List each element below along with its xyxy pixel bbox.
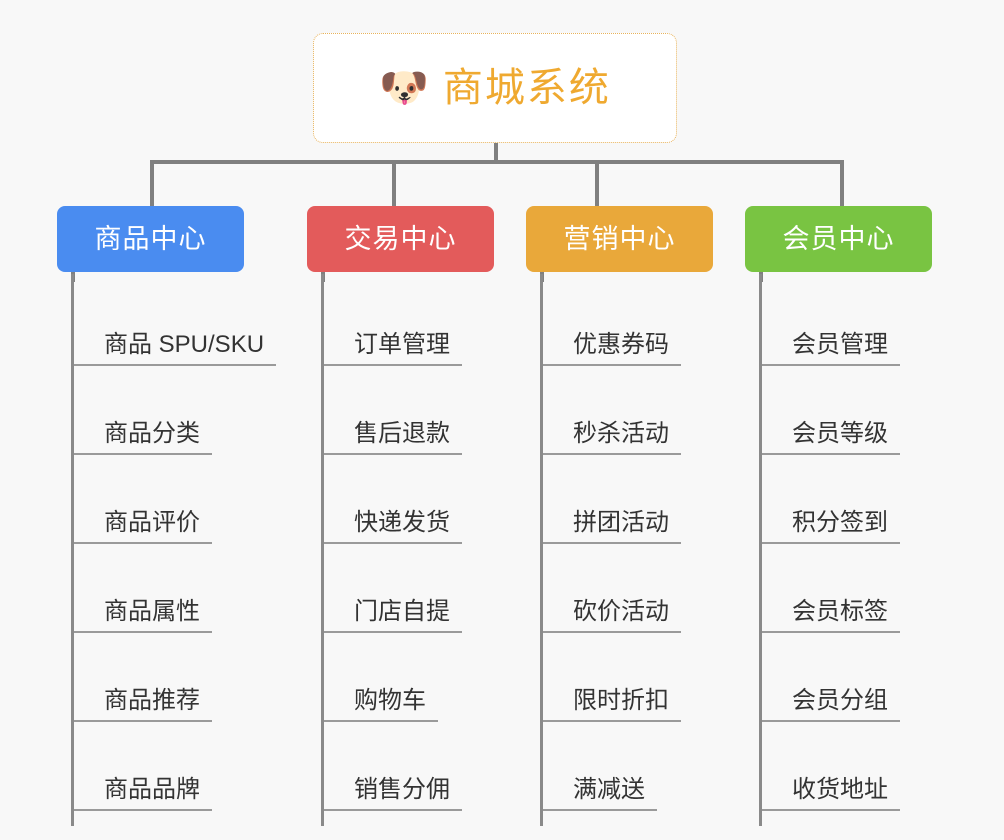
connector-drop-branch-3 [595,160,599,208]
leaf-label: 商品属性 [74,598,212,633]
leaf-label: 会员等级 [762,420,900,455]
leaf-item[interactable]: 砍价活动 [543,541,681,633]
leaf-label: 积分签到 [762,509,900,544]
leaf-column-1: 商品 SPU/SKU 商品分类 商品评价 商品属性 商品推荐 商品品牌 [71,274,301,826]
branch-label-1: 商品中心 [94,223,207,254]
leaf-item[interactable]: 商品推荐 [74,630,212,722]
leaf-label: 商品 SPU/SKU [74,331,277,366]
leaf-item[interactable]: 限时折扣 [543,630,681,722]
leaf-item[interactable]: 优惠券码 [543,274,681,366]
leaf-item[interactable]: 满减送 [543,719,657,811]
leaf-label: 限时折扣 [543,687,681,722]
leaf-item[interactable]: 快递发货 [324,452,462,544]
connector-drop-branch-2 [392,160,396,208]
branch-label-3: 营销中心 [563,223,676,254]
leaf-label: 商品评价 [74,509,212,544]
leaf-item[interactable]: 商品品牌 [74,719,212,811]
branch-label-4: 会员中心 [782,223,895,254]
leaf-label: 拼团活动 [543,509,681,544]
root-node[interactable]: 🐶 商城系统 [313,33,677,143]
leaf-item[interactable]: 拼团活动 [543,452,681,544]
leaf-item[interactable]: 会员管理 [762,274,900,366]
leaf-label: 会员管理 [762,331,900,366]
leaf-item[interactable]: 商品属性 [74,541,212,633]
connector-drop-branch-4 [840,160,844,208]
connector-horizontal-bus [150,160,844,164]
leaf-item[interactable]: 积分签到 [762,452,900,544]
leaf-column-2: 订单管理 售后退款 快递发货 门店自提 购物车 销售分佣 [321,274,521,826]
branch-box-1[interactable]: 商品中心 [57,206,244,272]
leaf-column-3: 优惠券码 秒杀活动 拼团活动 砍价活动 限时折扣 满减送 [540,274,740,826]
leaf-item[interactable]: 门店自提 [324,541,462,633]
root-title: 商城系统 [442,66,611,110]
branch-box-4[interactable]: 会员中心 [745,206,932,272]
leaf-item[interactable]: 收货地址 [762,719,900,811]
leaf-label: 商品推荐 [74,687,212,722]
leaf-column-4: 会员管理 会员等级 积分签到 会员标签 会员分组 收货地址 [759,274,959,826]
leaf-item[interactable]: 订单管理 [324,274,462,366]
leaf-label: 会员分组 [762,687,900,722]
branch-box-3[interactable]: 营销中心 [526,206,713,272]
leaf-label: 满减送 [543,776,657,811]
leaf-item[interactable]: 秒杀活动 [543,363,681,455]
leaf-item[interactable]: 商品分类 [74,363,212,455]
leaf-label: 售后退款 [324,420,462,455]
leaf-label: 快递发货 [324,509,462,544]
leaf-item[interactable]: 会员标签 [762,541,900,633]
dog-face-icon: 🐶 [379,66,429,110]
leaf-item[interactable]: 售后退款 [324,363,462,455]
leaf-label: 会员标签 [762,598,900,633]
leaf-item[interactable]: 销售分佣 [324,719,462,811]
leaf-item[interactable]: 商品 SPU/SKU [74,274,277,366]
leaf-label: 秒杀活动 [543,420,681,455]
leaf-label: 门店自提 [324,598,462,633]
leaf-label: 优惠券码 [543,331,681,366]
leaf-item[interactable]: 购物车 [324,630,438,722]
leaf-label: 商品品牌 [74,776,212,811]
connector-drop-branch-1 [150,160,154,208]
leaf-label: 收货地址 [762,776,900,811]
leaf-label: 销售分佣 [324,776,462,811]
branch-box-2[interactable]: 交易中心 [307,206,494,272]
leaf-item[interactable]: 会员等级 [762,363,900,455]
leaf-label: 砍价活动 [543,598,681,633]
leaf-label: 购物车 [324,687,438,722]
branch-label-2: 交易中心 [344,223,457,254]
leaf-label: 订单管理 [324,331,462,366]
leaf-item[interactable]: 商品评价 [74,452,212,544]
leaf-label: 商品分类 [74,420,212,455]
connector-root-stem [494,143,498,163]
leaf-item[interactable]: 会员分组 [762,630,900,722]
